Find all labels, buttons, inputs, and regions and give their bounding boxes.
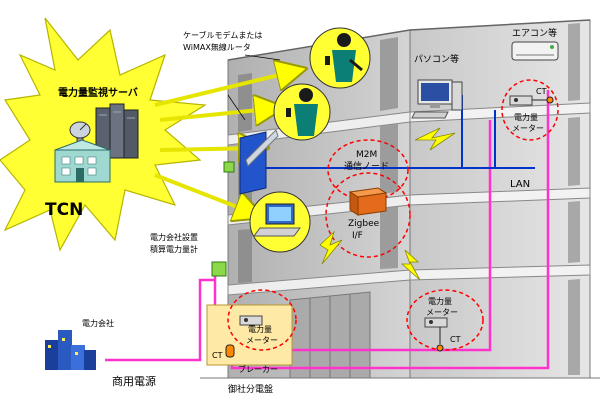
window-column bbox=[568, 279, 580, 375]
bolt-icon bbox=[414, 127, 456, 151]
laptop-icon bbox=[249, 191, 311, 253]
meter-top-highlight bbox=[501, 79, 559, 141]
bolt-icon bbox=[319, 230, 343, 265]
server-rack bbox=[95, 103, 139, 159]
floor-slab-r1 bbox=[409, 102, 591, 123]
meter-lower-label-2: メーター bbox=[246, 336, 278, 345]
ct-right-label: CT bbox=[450, 335, 461, 344]
pc-icon bbox=[411, 79, 463, 119]
label-pointer bbox=[244, 54, 281, 61]
ct-sensor-icon bbox=[225, 344, 235, 358]
zigbee-box-icon bbox=[348, 187, 388, 216]
power-line-commercial bbox=[105, 278, 215, 362]
meter-right-icon bbox=[424, 317, 448, 352]
wireless-bolts bbox=[319, 127, 456, 281]
zigbee-label-1: Zigbee bbox=[348, 219, 380, 229]
building-roofline bbox=[227, 19, 591, 61]
meter-top-label-1: 電力量 bbox=[514, 112, 538, 122]
aircon-label: エアコン等 bbox=[512, 27, 557, 39]
window-column bbox=[238, 229, 252, 283]
label-pointer bbox=[227, 94, 246, 121]
lan-label: LAN bbox=[510, 179, 530, 190]
m2m-highlight bbox=[327, 139, 409, 201]
zigbee-label-2: I/F bbox=[352, 231, 363, 241]
window-column bbox=[380, 37, 398, 111]
meter-top-icon bbox=[509, 95, 554, 106]
lan-junction bbox=[223, 161, 235, 173]
company-equipment-label-2: 積算電力量計 bbox=[150, 244, 198, 254]
window-column bbox=[238, 73, 252, 132]
meter-lower-highlight bbox=[227, 289, 297, 351]
floor-slab-r3 bbox=[409, 264, 591, 281]
aircon-icon bbox=[511, 41, 559, 61]
monitor-server-label: 電力量監視サーバ bbox=[58, 86, 138, 99]
zigbee-highlight bbox=[325, 172, 411, 258]
distribution-panel-label: 御社分電盤 bbox=[228, 383, 273, 395]
power-company-icon bbox=[45, 330, 96, 370]
arrow-to-person-2 bbox=[159, 108, 278, 120]
distribution-panel bbox=[206, 304, 293, 366]
cable-modem-label: ケーブルモデムまたは bbox=[183, 30, 262, 40]
meter-lower-label-1: 電力量 bbox=[248, 324, 272, 334]
window-column bbox=[380, 207, 398, 269]
company-equipment-label-1: 電力会社設置 bbox=[150, 232, 198, 242]
window-column bbox=[568, 201, 580, 263]
commercial-power-label: 商用電源 bbox=[112, 374, 156, 388]
meter-top-label-2: メーター bbox=[512, 124, 544, 133]
power-meter-icon bbox=[211, 261, 227, 277]
arrow-to-laptop bbox=[154, 173, 258, 215]
window-column bbox=[380, 124, 398, 194]
wimax-router-label: WiMAX無線ルータ bbox=[183, 42, 251, 52]
meter-right-label-1: 電力量 bbox=[428, 296, 452, 306]
power-company-label: 電力会社 bbox=[82, 318, 114, 328]
mobile-user-1 bbox=[309, 27, 371, 89]
breaker-label: ブレーカー bbox=[238, 364, 278, 374]
floor-slab-r2 bbox=[409, 187, 591, 206]
pc-label: パソコン等 bbox=[414, 53, 459, 65]
tcn-building-icon bbox=[54, 139, 111, 183]
tcn-label: TCN bbox=[45, 200, 83, 220]
arrow-to-person-1 bbox=[154, 70, 300, 107]
router-icon bbox=[239, 129, 279, 195]
meter-lower-icon bbox=[239, 315, 263, 326]
m2m-label-1: M2M bbox=[356, 150, 377, 160]
window-column bbox=[568, 117, 580, 186]
meter-right-highlight bbox=[406, 289, 484, 351]
m2m-label-2: 通信ノード bbox=[344, 160, 389, 172]
mobile-user-2 bbox=[273, 83, 331, 141]
window-column bbox=[568, 23, 580, 101]
bolt-icon bbox=[400, 249, 421, 281]
ct-top-label: CT bbox=[536, 87, 547, 96]
meter-right-label-2: メーター bbox=[426, 308, 458, 317]
ct-lower-label: CT bbox=[212, 351, 223, 360]
